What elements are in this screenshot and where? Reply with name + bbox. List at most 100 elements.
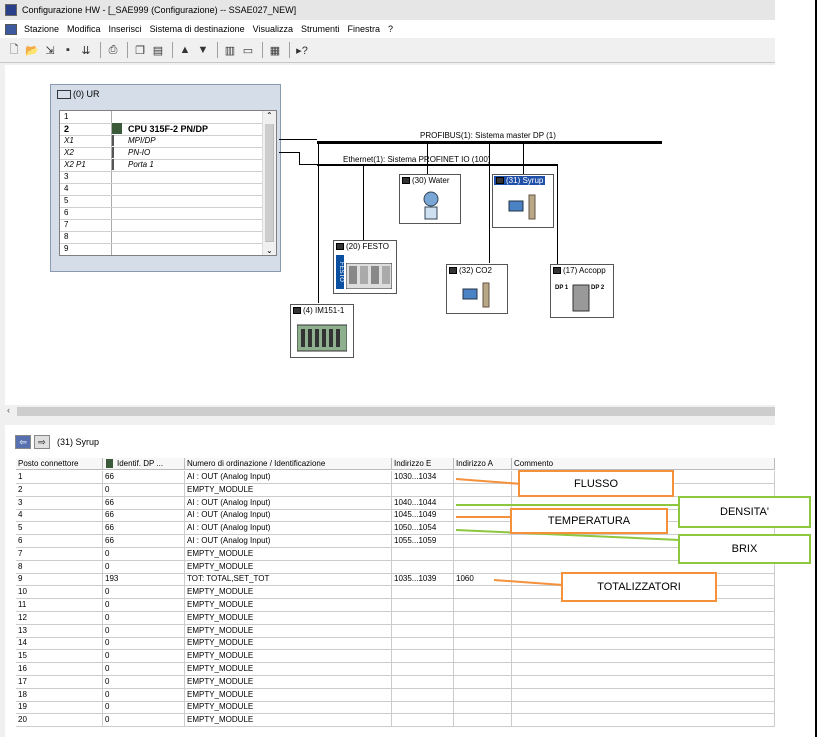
scroll-up-icon[interactable]: ⌃ — [266, 111, 273, 120]
menu-inserisci[interactable]: Inserisci — [108, 24, 142, 34]
menu-sistema-destinazione[interactable]: Sistema di destinazione — [149, 24, 245, 34]
menu-stazione[interactable]: Stazione — [24, 24, 60, 34]
col-header-ordinazione[interactable]: Numero di ordinazione / Identificazione — [185, 458, 392, 470]
ethernet-line[interactable] — [317, 164, 558, 166]
rack-slot-row[interactable]: 6 — [60, 207, 262, 220]
canvas-horizontal-scrollbar[interactable]: ‹ — [5, 405, 775, 418]
slot-module-name: CPU 315F-2 PN/DP — [128, 124, 209, 134]
layout-icon[interactable]: ▭ — [242, 44, 254, 57]
device-name: (31) Syrup — [506, 176, 544, 185]
open-icon[interactable]: 📂 — [25, 44, 39, 57]
callout-densita: DENSITA' — [678, 496, 811, 528]
rack-slot-row[interactable]: 4 — [60, 183, 262, 196]
table-cell — [512, 599, 775, 611]
paste-icon[interactable]: ▤ — [152, 44, 164, 57]
ethernet-label: Ethernet(1): Sistema PROFINET IO (100) — [343, 155, 491, 164]
rack-slot-row[interactable]: 7 — [60, 219, 262, 232]
network-view-icon[interactable]: ▦ — [269, 44, 281, 57]
col-header-commento[interactable]: Commento — [512, 458, 775, 470]
catalog-icon[interactable]: ▥ — [224, 44, 236, 57]
table-cell: 66 — [103, 522, 185, 535]
scroll-left-icon[interactable]: ‹ — [7, 405, 10, 415]
table-cell: EMPTY_MODULE — [185, 611, 392, 624]
rack-slot-row[interactable]: 9 — [60, 243, 262, 255]
copy-icon[interactable]: ❐ — [135, 44, 145, 57]
new-icon[interactable]: 🗋 — [9, 43, 19, 56]
table-cell: 66 — [103, 509, 185, 522]
rack-slot-row[interactable]: 3 — [60, 171, 262, 184]
document-icon[interactable] — [5, 23, 17, 35]
table-cell: EMPTY_MODULE — [185, 547, 392, 560]
table-cell — [392, 599, 454, 611]
menu-visualizza[interactable]: Visualizza — [252, 24, 293, 34]
menu-modifica[interactable]: Modifica — [67, 24, 101, 34]
col-header-identif[interactable]: Identif. DP ... — [103, 458, 185, 470]
table-cell: EMPTY_MODULE — [185, 586, 392, 599]
save-icon[interactable]: ▪ — [66, 44, 70, 56]
window-title: Configurazione HW - [_SAE999 (Configuraz… — [22, 5, 297, 15]
cpu-pn-connection — [299, 152, 300, 165]
table-cell — [512, 560, 775, 573]
download-to-module-icon[interactable]: ▼ — [197, 44, 209, 56]
device-co2[interactable]: (32) CO2 — [446, 264, 508, 314]
device-festo[interactable]: (20) FESTO FESTO — [333, 240, 397, 294]
slot-number: X2 — [64, 148, 74, 157]
forward-arrow-icon[interactable]: ⇨ — [34, 435, 50, 449]
table-cell: 14 — [16, 637, 103, 650]
flowmeter-icon — [423, 191, 439, 220]
help-icon[interactable]: ▸? — [296, 44, 308, 57]
print-icon[interactable]: ⎙ — [108, 43, 118, 56]
rack-scrollbar[interactable]: ⌃ ⌄ — [262, 111, 276, 255]
load-to-pg-icon[interactable]: ▲ — [179, 44, 191, 56]
slot-number: 2 — [64, 124, 70, 134]
rack-slot-row[interactable]: 1 — [60, 111, 262, 124]
col-header-indirizzo-e[interactable]: Indirizzo E — [392, 458, 454, 470]
menu-help[interactable]: ? — [388, 24, 394, 34]
download-icon[interactable]: ⇊ — [81, 44, 91, 57]
device-im151[interactable]: (4) IM151-1 — [290, 304, 354, 358]
device-accopp[interactable]: (17) Accopp DP 1 DP 2 — [550, 264, 614, 318]
slot-number: 1 — [64, 112, 69, 121]
device-syrup[interactable]: (31) Syrup — [492, 174, 554, 228]
rack-slot-row[interactable]: 8 — [60, 231, 262, 244]
profibus-line[interactable] — [317, 141, 662, 144]
rack-slot-row[interactable]: 5 — [60, 195, 262, 208]
table-cell: EMPTY_MODULE — [185, 714, 392, 727]
scroll-thumb[interactable] — [17, 407, 775, 416]
rack-slot-row[interactable]: 2 CPU 315F-2 PN/DP — [60, 123, 262, 136]
back-arrow-icon[interactable]: ⇦ — [15, 435, 31, 449]
col-header-indirizzo-a[interactable]: Indirizzo A — [454, 458, 512, 470]
scroll-down-icon[interactable]: ⌄ — [266, 246, 273, 255]
save-compile-icon[interactable]: ⇲ — [45, 44, 55, 57]
table-cell: 17 — [16, 675, 103, 688]
device-water[interactable]: (30) Water — [399, 174, 461, 224]
menu-finestra[interactable]: Finestra — [347, 24, 381, 34]
table-cell: 1045...1049 — [392, 509, 454, 522]
scroll-thumb[interactable] — [265, 124, 274, 242]
menu-strumenti[interactable]: Strumenti — [300, 24, 340, 34]
table-cell: AI : OUT (Analog Input) — [185, 535, 392, 547]
dp2-label: DP 2 — [591, 285, 605, 291]
col-header-posto[interactable]: Posto connettore — [16, 458, 103, 470]
